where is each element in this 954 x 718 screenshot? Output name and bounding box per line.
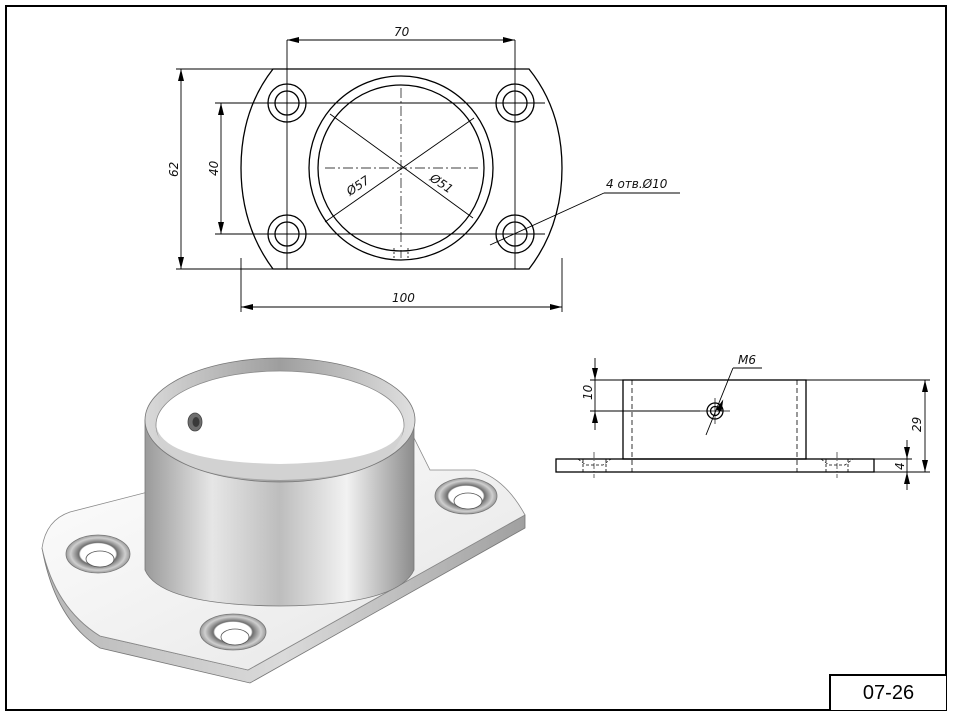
flange-outline [240,68,563,270]
dim-10: 10 [581,384,595,400]
mount-hole-br [495,214,535,254]
dim-40: 40 [207,160,221,176]
pipe-outer-circle [308,75,494,261]
dim-62: 62 [167,162,181,177]
side-view [555,358,930,490]
sheet-number: 07-26 [829,674,946,710]
side-pipe [622,379,807,460]
pipe-inner-circle [317,84,485,252]
hole-callout: 4 отв.Ø10 [606,177,668,191]
dim-70: 70 [394,25,410,39]
top-view [176,37,680,312]
sheet-frame [5,5,947,711]
dim-d51: Ø51 [426,170,455,196]
dim-29: 29 [910,417,924,432]
mount-hole-tl [267,83,307,123]
isometric-render [41,357,526,684]
dim-4: 4 [893,462,907,470]
mount-hole-tr [495,83,535,123]
dim-d57: Ø57 [343,173,372,199]
mount-hole-bl [267,214,307,254]
dim-m6: M6 [738,353,756,367]
dim-100: 100 [392,291,415,305]
